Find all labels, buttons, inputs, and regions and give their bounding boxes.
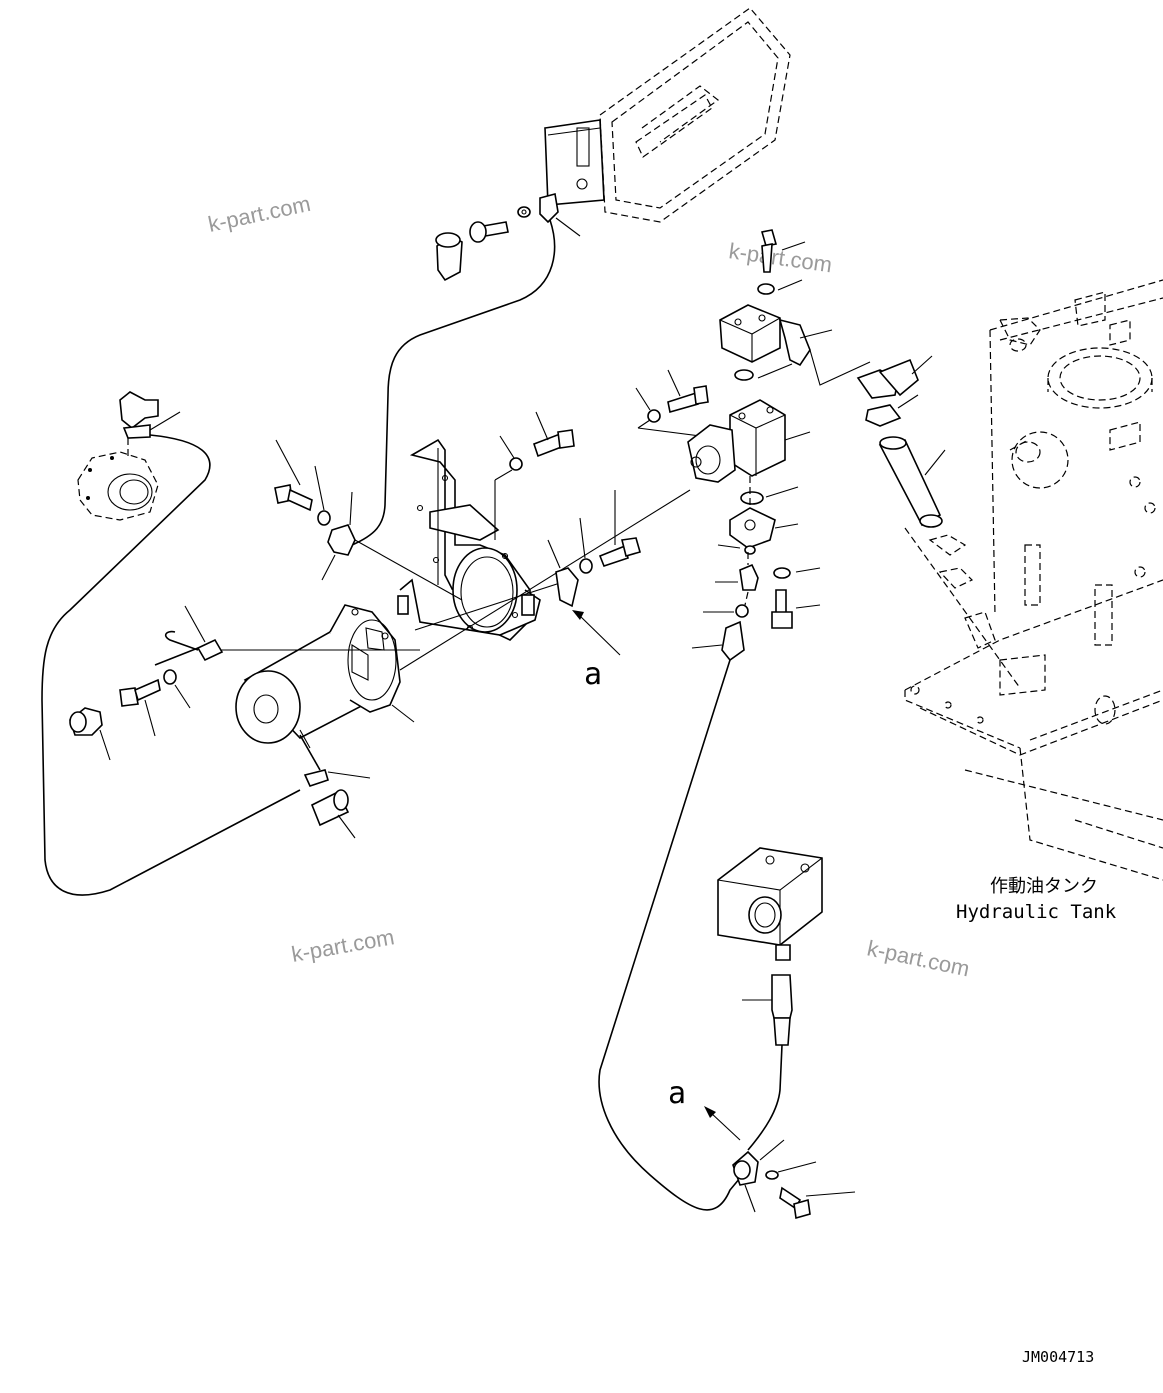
hose-to-tank xyxy=(809,349,1021,689)
washer-valve-top xyxy=(757,279,803,295)
oring-valve-2 xyxy=(740,486,799,505)
top-mounting-plate xyxy=(544,7,791,223)
washer-left-1 xyxy=(314,465,331,526)
elbow-fitting xyxy=(715,563,759,591)
bolt-valve-right xyxy=(771,589,821,629)
electric-motor xyxy=(235,604,415,749)
watermark-3: k-part.com xyxy=(290,924,397,967)
clamp-mid xyxy=(547,539,579,608)
clamp-left xyxy=(321,491,356,581)
bolt-left-2 xyxy=(119,678,161,737)
hydraulic-tank xyxy=(904,279,1163,881)
bolt-valve-left xyxy=(667,369,709,414)
lower-connector-group xyxy=(732,1139,856,1220)
lower-hose-fitting xyxy=(742,974,793,1046)
bolt-mid-1 xyxy=(532,411,575,458)
flange-block xyxy=(729,507,799,549)
tank-label-english: Hydraulic Tank xyxy=(956,901,1117,923)
washer-valve-right xyxy=(773,567,821,579)
washer-mid-2 xyxy=(579,517,593,574)
bolt-mid-2 xyxy=(598,490,641,567)
oring-valve xyxy=(734,363,793,381)
watermark-1: k-part.com xyxy=(206,191,313,237)
figure-id: JM004713 xyxy=(1022,1348,1094,1366)
washer-mid-1 xyxy=(499,435,523,471)
callout-letter-a-1: a xyxy=(584,657,602,692)
lower-valve-block xyxy=(717,847,823,961)
washer-left-2 xyxy=(163,669,191,709)
small-fitting-left xyxy=(154,605,224,666)
top-clamp-group xyxy=(435,193,581,282)
main-valve xyxy=(687,399,811,483)
bolt-left-1 xyxy=(274,439,313,512)
cap-left xyxy=(69,707,111,761)
small-oring-2 xyxy=(703,604,749,618)
callout-letter-a-2: a xyxy=(668,1076,686,1111)
valve-block-top xyxy=(719,304,833,367)
bolt-valve-top xyxy=(760,229,806,273)
connector-fitting xyxy=(691,620,745,662)
small-oring-1 xyxy=(717,544,756,555)
washer-valve-left xyxy=(635,387,661,423)
watermark-4: k-part.com xyxy=(865,935,972,981)
motor-bracket xyxy=(397,438,541,641)
callout-a-lower: a xyxy=(668,1076,741,1141)
left-connector-switch xyxy=(77,391,181,521)
tank-label-japanese: 作動油タンク xyxy=(990,876,1098,897)
callout-a-middle: a xyxy=(572,610,621,692)
watermark-2: k-part.com xyxy=(727,238,833,277)
